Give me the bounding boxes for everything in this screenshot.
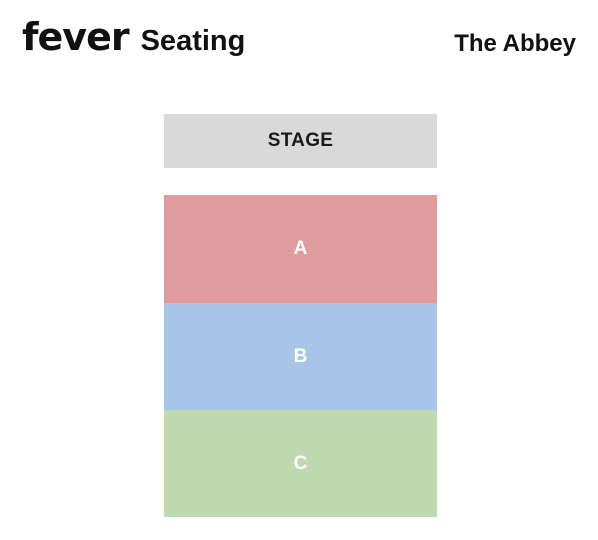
brand: fever Seating <box>22 18 245 56</box>
seating-sections: A B C <box>164 195 437 517</box>
stage-label: STAGE <box>267 130 334 151</box>
section-a-label: A <box>293 238 308 259</box>
section-c-label: C <box>293 452 308 474</box>
section-a[interactable]: A <box>164 195 437 303</box>
fever-logo: fever <box>22 15 130 59</box>
section-b-label: B <box>293 345 308 367</box>
header: fever Seating The Abbey <box>0 0 598 80</box>
section-c[interactable]: C <box>164 410 437 517</box>
page-title: Seating <box>140 25 246 57</box>
section-b[interactable]: B <box>164 303 437 410</box>
stage-area: STAGE <box>164 114 437 168</box>
venue-name: The Abbey <box>454 30 576 57</box>
